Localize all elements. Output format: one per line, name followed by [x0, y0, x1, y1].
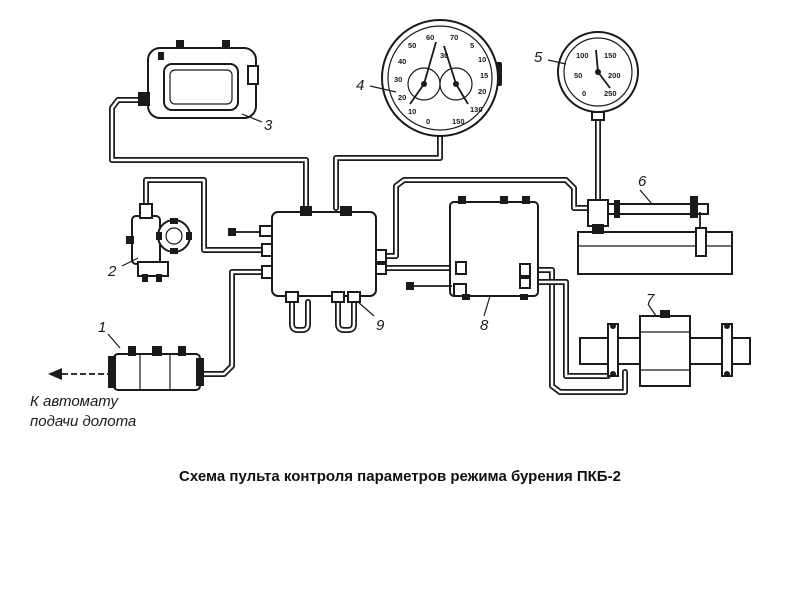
gauge4-tick-15: 15	[480, 71, 488, 80]
label-7: 7	[646, 291, 655, 308]
label-3: 3	[264, 117, 273, 134]
gauge4-tick-5: 5	[470, 41, 474, 50]
gauge5-tick-250: 250	[604, 89, 617, 98]
gauge4-tick-150: 150	[452, 117, 465, 126]
gauge4-tick-10b: 10	[478, 55, 486, 64]
pipelines	[109, 97, 628, 395]
gauge4-tick-10: 10	[408, 107, 416, 116]
dual-pressure-gauge-4: 60 70 50 40 30 20 10 0 130 150 5 10 15 2…	[381, 19, 502, 137]
gauge4-tick-20: 20	[398, 93, 406, 102]
label-5: 5	[534, 49, 543, 66]
gauge4-tick-40: 40	[398, 57, 406, 66]
gauge4-tick-50: 50	[408, 41, 416, 50]
pipe-sensor-6	[577, 196, 733, 275]
pressure-gauge-5: 100 150 200 250 50 0	[557, 31, 639, 121]
gauge4-tick-30: 30	[394, 75, 402, 84]
valve-assembly-2	[126, 203, 192, 282]
gauge5-tick-50: 50	[574, 71, 582, 80]
flow-meter-7	[579, 310, 751, 387]
label-4: 4	[356, 77, 364, 94]
gauge5-tick-150: 150	[604, 51, 617, 60]
label-1: 1	[98, 319, 106, 336]
label-9: 9	[376, 317, 385, 334]
label-2: 2	[107, 263, 117, 280]
callout-leaders	[107, 59, 657, 349]
actuator-cylinder-1	[48, 346, 204, 391]
gauge4-tick-60: 60	[426, 33, 434, 42]
label-6: 6	[638, 173, 647, 190]
recorder-instrument-3	[138, 40, 259, 119]
distribution-box-9	[228, 206, 387, 303]
note-line-2: подачи долота	[30, 413, 136, 430]
gauge4-tick-0: 0	[426, 117, 430, 126]
gauge5-tick-0: 0	[582, 89, 586, 98]
gauge4-tick-130: 130	[470, 105, 483, 114]
diagram-caption: Схема пульта контроля параметров режима …	[179, 468, 621, 485]
gauge4-tick-70: 70	[450, 33, 458, 42]
gauge4-tick-30b: 30	[440, 51, 448, 60]
gauge5-tick-100: 100	[576, 51, 589, 60]
junction-block-8	[406, 196, 539, 300]
label-8: 8	[480, 317, 489, 334]
gauge5-tick-200: 200	[608, 71, 621, 80]
gauge4-tick-20b: 20	[478, 87, 486, 96]
note-line-1: К автомату	[30, 393, 119, 410]
